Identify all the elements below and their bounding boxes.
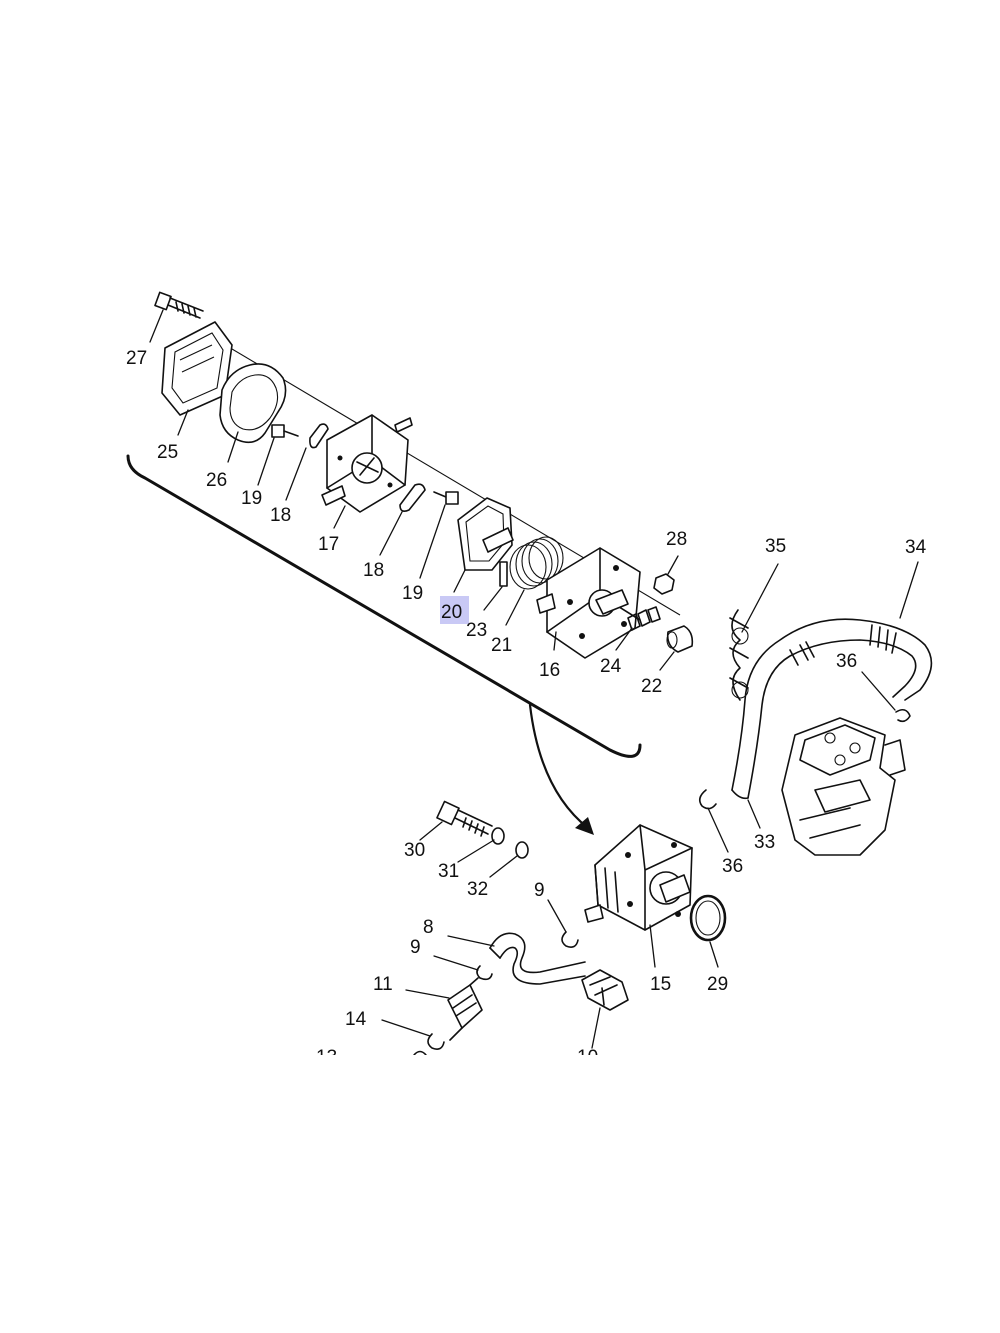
label-9a: 9 bbox=[534, 880, 545, 901]
label-31: 31 bbox=[438, 861, 459, 882]
diaphragm-part-20 bbox=[457, 497, 514, 571]
label-36b: 36 bbox=[722, 856, 743, 877]
clip-part-9b bbox=[476, 965, 493, 981]
clip-part-36a bbox=[895, 708, 911, 723]
screw-part-19a bbox=[271, 424, 299, 438]
label-35: 35 bbox=[765, 536, 786, 557]
o-ring-inner bbox=[695, 900, 721, 936]
o-ring-part-29 bbox=[689, 894, 727, 942]
screw-part-19b bbox=[433, 491, 459, 505]
exploded-view-bracket bbox=[126, 454, 642, 758]
pump-cover-part-16 bbox=[536, 547, 641, 659]
bolt-part-30 bbox=[436, 800, 493, 837]
label-28: 28 bbox=[666, 529, 687, 550]
label-25: 25 bbox=[157, 442, 178, 463]
label-32: 32 bbox=[467, 879, 488, 900]
label-14: 14 bbox=[345, 1009, 367, 1030]
bolt-part-27 bbox=[154, 291, 204, 319]
valve-part-18b bbox=[399, 483, 426, 512]
washer-part-31 bbox=[491, 827, 505, 845]
clip-part-35 bbox=[729, 609, 749, 701]
label-26: 26 bbox=[206, 470, 227, 491]
clip-part-9a bbox=[561, 931, 579, 948]
crop-mask bbox=[0, 1055, 1000, 1333]
label-11: 11 bbox=[373, 974, 393, 995]
diaphragm-part-26 bbox=[219, 363, 287, 444]
label-8: 8 bbox=[423, 917, 434, 938]
label-24: 24 bbox=[600, 656, 622, 677]
highlight-box bbox=[440, 596, 469, 624]
washer-part-32 bbox=[515, 841, 529, 859]
label-16: 16 bbox=[539, 660, 560, 681]
label-29: 29 bbox=[707, 974, 728, 995]
label-18b: 18 bbox=[363, 560, 384, 581]
valve-part-18a bbox=[309, 423, 329, 449]
label-19a: 19 bbox=[241, 488, 262, 509]
label-17: 17 bbox=[318, 534, 339, 555]
pump-body-part-17 bbox=[321, 414, 413, 513]
label-27: 27 bbox=[126, 348, 147, 369]
clip-part-14 bbox=[427, 1033, 445, 1050]
label-33: 33 bbox=[754, 832, 775, 853]
label-15: 15 bbox=[650, 974, 671, 995]
cap-part-22 bbox=[666, 625, 694, 653]
label-21: 21 bbox=[491, 635, 512, 656]
nut-part-28 bbox=[653, 573, 675, 595]
carburetor bbox=[781, 717, 906, 856]
label-9b: 9 bbox=[410, 937, 421, 958]
fuel-hose-part-34 bbox=[731, 618, 933, 800]
label-20: 20 bbox=[441, 602, 462, 623]
label-34: 34 bbox=[905, 537, 927, 558]
label-30: 30 bbox=[404, 840, 425, 861]
label-18a: 18 bbox=[270, 505, 291, 526]
part-13 bbox=[413, 1050, 427, 1056]
assembly-arrow bbox=[528, 703, 594, 835]
spring-part-21 bbox=[509, 536, 564, 590]
label-22: 22 bbox=[641, 676, 662, 697]
clip-part-36b bbox=[698, 789, 717, 810]
bracket-part-10 bbox=[581, 969, 629, 1011]
label-23: 23 bbox=[466, 620, 487, 641]
hose-part-8 bbox=[489, 932, 586, 985]
pin-part-23 bbox=[499, 561, 508, 587]
fuel-pump-assembly-part-15 bbox=[584, 824, 693, 931]
fuel-filter-part-11 bbox=[447, 977, 483, 1041]
spring-part-24 bbox=[627, 606, 661, 631]
label-36a: 36 bbox=[836, 651, 857, 672]
label-19b: 19 bbox=[402, 583, 423, 604]
leader-lines bbox=[149, 309, 919, 1049]
